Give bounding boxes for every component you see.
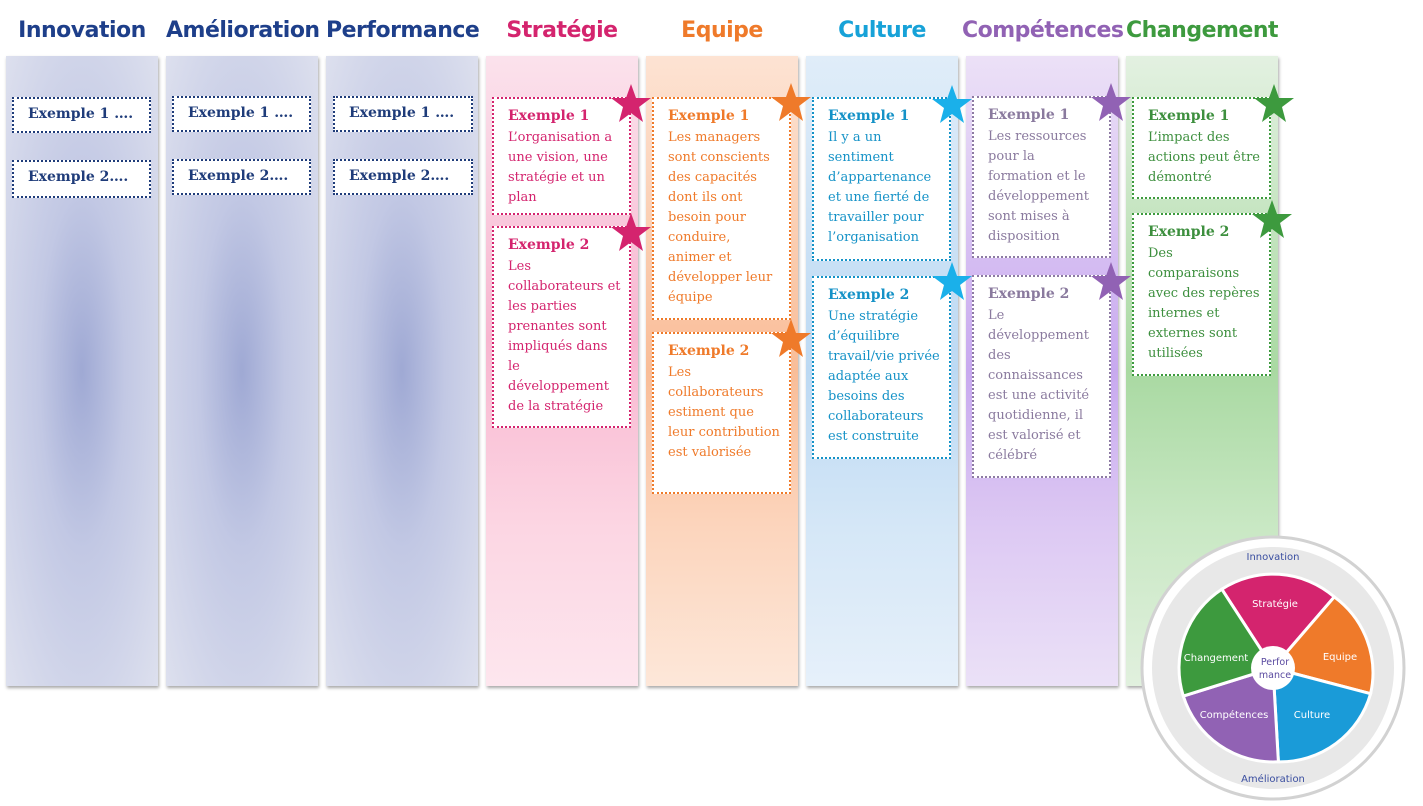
performance-example-2: Exemple 2…. [333, 159, 473, 195]
star-icon [770, 82, 812, 124]
column-innovation [6, 56, 158, 686]
card-title: Exemple 1 [1148, 108, 1230, 124]
card-text: Des comparaisons avec des repères intern… [1148, 246, 1260, 361]
wheel-label-equipe: Equipe [1323, 652, 1357, 663]
star-icon [1251, 199, 1293, 241]
card-text: Les collaborateurs et les parties prenan… [508, 259, 621, 414]
column-title-strategie: Stratégie [506, 18, 618, 43]
equipe-example-1: Exemple 1 Les managers sont conscients d… [652, 97, 791, 320]
card-title: Exemple 1 [828, 108, 910, 124]
wheel-segment-competences [1181, 665, 1280, 764]
card-text: L’impact des actions peut être démontré [1148, 130, 1260, 185]
card-text: L’organisation a une vision, une stratég… [508, 130, 613, 205]
wheel-label-culture: Culture [1294, 710, 1330, 721]
changement-example-1: Exemple 1 L’impact des actions peut être… [1132, 97, 1271, 199]
card-text: Les ressources pour la formation et le d… [988, 129, 1089, 244]
culture-example-1: Exemple 1 Il y a un sentiment d’apparten… [812, 97, 951, 261]
star-icon [931, 261, 973, 303]
strategie-example-1: Exemple 1 L’organisation a une vision, u… [492, 97, 631, 215]
star-icon [1090, 261, 1132, 303]
wheel-center-label-2: mance [1259, 670, 1291, 681]
column-title-equipe: Equipe [681, 18, 763, 43]
column-performance [326, 56, 478, 686]
changement-example-2: Exemple 2 Des comparaisons avec des repè… [1132, 213, 1271, 376]
card-title: Exemple 2 [988, 286, 1070, 302]
star-icon [770, 318, 812, 360]
card-title: Exemple 1 [668, 108, 750, 124]
card-title: Exemple 1 [988, 107, 1070, 123]
wheel-ring-label-top: Innovation [1247, 552, 1300, 563]
performance-example-1: Exemple 1 …. [333, 96, 473, 132]
performance-wheel: Perfor mance Stratégie Equipe Culture Co… [1137, 535, 1409, 802]
wheel-segment-changement [1177, 587, 1276, 698]
column-title-performance: Performance [326, 18, 480, 43]
wheel-segment-culture [1271, 666, 1373, 764]
card-title: Exemple 2 [668, 343, 750, 359]
card-title: Exemple 2 [1148, 224, 1230, 240]
card-text: Les collaborateurs estiment que leur con… [668, 365, 780, 460]
wheel-center [1251, 646, 1295, 690]
amelioration-example-2: Exemple 2…. [172, 159, 311, 195]
innovation-example-2: Exemple 2…. [12, 160, 151, 198]
star-icon [610, 83, 652, 125]
card-title: Exemple 2 [508, 237, 590, 253]
card-text: Le développement des connaissances est u… [988, 308, 1090, 463]
column-title-amelioration: Amélioration [166, 18, 320, 43]
amelioration-example-1: Exemple 1 …. [172, 96, 311, 132]
star-icon [610, 212, 652, 254]
card-text: Une stratégie d’équilibre travail/vie pr… [828, 309, 940, 444]
column-title-innovation: Innovation [18, 18, 146, 43]
column-title-competences: Compétences [962, 18, 1124, 43]
star-icon [1253, 83, 1295, 125]
star-icon [1090, 82, 1132, 124]
wheel-label-strategie: Stratégie [1252, 598, 1298, 610]
card-text: Les managers sont conscients des capacit… [668, 130, 773, 305]
wheel-label-competences: Compétences [1200, 709, 1269, 721]
equipe-example-2: Exemple 2 Les collaborateurs estiment qu… [652, 332, 791, 494]
culture-example-2: Exemple 2 Une stratégie d’équilibre trav… [812, 276, 951, 459]
card-text: Il y a un sentiment d’appartenance et un… [828, 130, 932, 245]
wheel-segment-equipe [1270, 594, 1375, 696]
competences-example-2: Exemple 2 Le développement des connaissa… [972, 275, 1111, 478]
strategie-example-2: Exemple 2 Les collaborateurs et les part… [492, 226, 631, 428]
wheel-center-label-1: Perfor [1261, 657, 1289, 668]
wheel-ring-label-bottom: Amélioration [1241, 773, 1305, 785]
column-amelioration [166, 56, 318, 686]
wheel-segment-strategie [1219, 572, 1337, 671]
innovation-example-1: Exemple 1 …. [12, 97, 151, 133]
competences-example-1: Exemple 1 Les ressources pour la formati… [972, 96, 1111, 258]
card-title: Exemple 1 [508, 108, 590, 124]
wheel-label-changement: Changement [1184, 653, 1249, 664]
card-title: Exemple 2 [828, 287, 910, 303]
column-title-changement: Changement [1126, 18, 1279, 43]
column-title-culture: Culture [838, 18, 926, 43]
star-icon [931, 84, 973, 126]
